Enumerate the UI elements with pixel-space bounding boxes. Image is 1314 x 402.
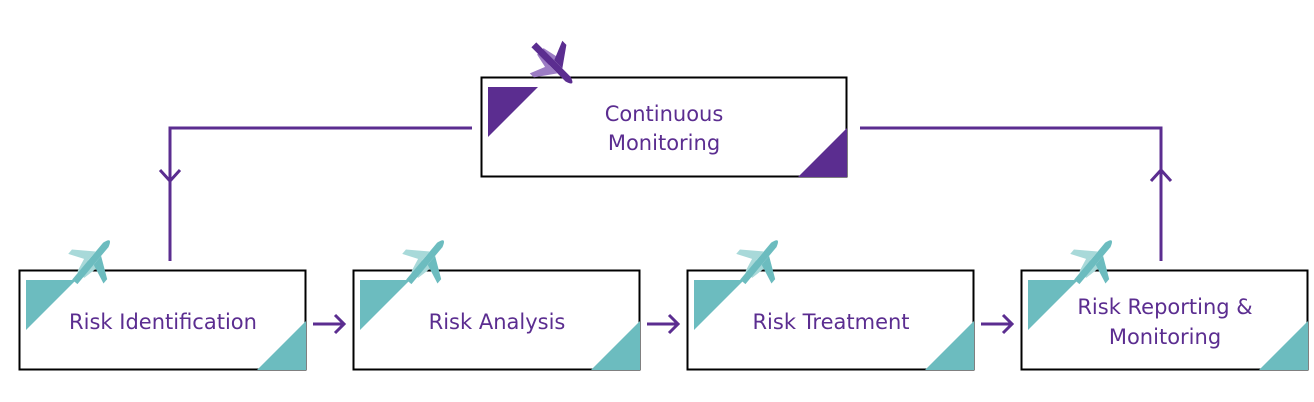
arrow-identification-to-analysis: [313, 313, 347, 335]
corner-triangle-top-left: [488, 87, 538, 137]
corner-triangle-top-left: [360, 280, 410, 330]
box-risk-treatment: Risk Treatment: [686, 240, 975, 371]
arrow-treatment-to-reporting: [981, 313, 1015, 335]
corner-triangle-bottom-right: [257, 321, 306, 370]
corner-triangle-bottom-right: [1259, 321, 1308, 370]
airplane-icon: [736, 240, 778, 285]
box-label: Monitoring: [1109, 325, 1221, 349]
connectors: [158, 126, 1173, 335]
box-label: Risk Treatment: [752, 310, 909, 334]
corner-triangle-top-left: [694, 280, 744, 330]
connector-monitoring-to-identification: [168, 126, 472, 261]
corner-triangle-top-left: [1028, 280, 1078, 330]
box-label: Risk Analysis: [429, 310, 566, 334]
box-risk-reporting-monitoring: Risk Reporting & Monitoring: [1020, 240, 1309, 371]
corner-triangle-bottom-right: [591, 321, 640, 370]
corner-triangle-bottom-right: [925, 321, 974, 370]
airplane-icon: [529, 40, 573, 84]
box-label: Monitoring: [608, 131, 720, 155]
box-label: Continuous: [605, 102, 724, 126]
box-label: Risk Reporting &: [1077, 295, 1252, 319]
connector-reporting-to-monitoring: [860, 126, 1163, 261]
box-risk-analysis: Risk Analysis: [352, 240, 641, 371]
box-frame: [480, 76, 848, 178]
box-continuous-monitoring: Continuous Monitoring: [480, 40, 848, 178]
arrow-analysis-to-treatment: [647, 313, 681, 335]
airplane-icon: [402, 240, 444, 285]
box-risk-identification: Risk Identification: [18, 240, 307, 371]
airplane-icon: [1070, 240, 1112, 285]
airplane-icon: [68, 240, 110, 285]
corner-triangle-top-left: [26, 280, 76, 330]
arrowhead-up: [1149, 167, 1173, 183]
box-frame: [18, 269, 307, 371]
arrowhead-down: [158, 168, 182, 184]
corner-triangle-bottom-right: [798, 128, 847, 177]
box-label: Risk Identification: [69, 310, 257, 334]
